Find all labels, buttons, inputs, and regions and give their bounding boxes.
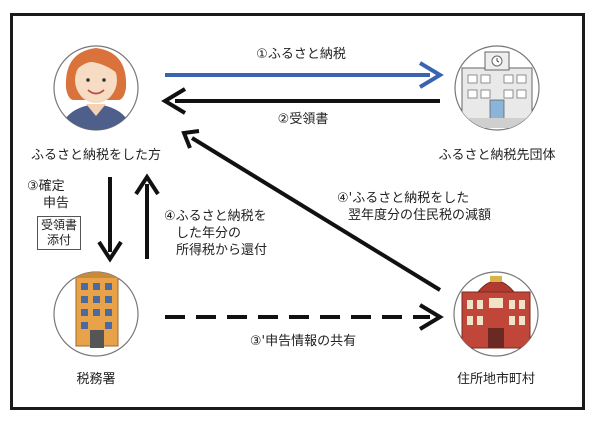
refund-arrow (134, 173, 160, 259)
town-hall-building-icon (453, 271, 539, 357)
filing-arrow (97, 177, 123, 263)
donation-label: ①ふるさと納税 (256, 47, 346, 62)
info-share-arrow (165, 303, 444, 331)
municipality-label: ふるさと納税先団体 (438, 148, 556, 163)
filing-label-line2: 申告 (43, 196, 70, 211)
municipality-building-icon (454, 45, 540, 131)
filing-label-line1: ③確定 (27, 179, 65, 194)
receipt-attached-line1: 受領書 (41, 218, 78, 232)
refund-label-line2: した年分の (176, 226, 242, 241)
donation-arrow (165, 61, 444, 89)
resident-tax-reduction-arrow (181, 129, 442, 292)
refund-label-line1: ④ふるさと納税を (164, 209, 267, 224)
donor-label: ふるさと納税をした方 (30, 148, 162, 163)
receipt-attached-note: 受領書 添付 (37, 216, 82, 250)
reduction-label-line2: 翌年度分の住民税の減額 (348, 208, 492, 223)
receipt-label: ②受領書 (277, 112, 329, 127)
tax-office-label: 税務署 (76, 372, 116, 387)
town-hall-label: 住所地市町村 (456, 372, 536, 387)
info-share-label: ③'申告情報の共有 (249, 334, 357, 349)
donor-avatar-icon (53, 45, 139, 131)
receipt-arrow (161, 87, 440, 115)
receipt-attached-line2: 添付 (47, 233, 72, 247)
refund-label-line3: 所得税から還付 (176, 243, 268, 258)
tax-office-building-icon (53, 271, 139, 357)
reduction-label-line1: ④'ふるさと納税をした (337, 191, 470, 206)
